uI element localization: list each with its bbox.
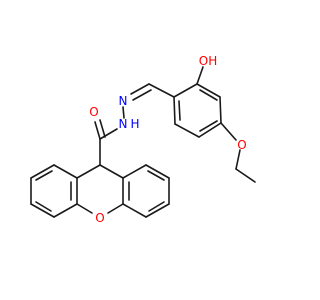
molecule-diagram: O N H N OH O O: [30, 54, 256, 225]
bond: [107, 203, 124, 214]
bond: [235, 168, 256, 183]
oxygen-carbonyl-label: O: [89, 105, 98, 119]
bond: [122, 203, 147, 218]
bond: [99, 164, 124, 179]
bond: [30, 203, 55, 218]
bond: [220, 122, 237, 141]
bond: [198, 122, 222, 138]
bond: [145, 203, 170, 218]
phenol-ring: [173, 83, 222, 138]
hydrogen-amide-label: H: [130, 117, 139, 131]
hydroxyl-label: OH: [199, 54, 217, 68]
bond: [53, 203, 78, 218]
right-benzene-ring: [122, 164, 170, 218]
bond: [219, 96, 222, 124]
n-n-bond: [122, 106, 125, 119]
amide-n-bond: [99, 128, 118, 140]
bond: [76, 164, 101, 179]
oxygen-xanthene-label: O: [95, 211, 104, 225]
bond: [199, 89, 218, 101]
bond: [173, 83, 198, 98]
bond: [148, 201, 165, 212]
carbonyl-bond: [99, 119, 106, 138]
bond: [199, 120, 218, 132]
bond: [35, 170, 53, 181]
imine-double-bond: [130, 83, 150, 95]
bond: [174, 123, 200, 138]
bond: [235, 149, 241, 170]
bond: [178, 100, 181, 121]
bond: [173, 96, 176, 125]
left-benzene-ring: [30, 164, 78, 218]
bond: [122, 164, 147, 179]
bond: [196, 83, 221, 98]
hydrazone-linker: [99, 83, 175, 140]
ethoxy-chain: [220, 122, 256, 183]
bond: [30, 164, 55, 179]
nitrogen-amide-label: N: [119, 117, 128, 131]
carbonyl-bond: [94, 121, 101, 140]
carbonyl: [94, 119, 106, 166]
xanthene-core: [76, 164, 124, 214]
imine-double-bond: [132, 89, 152, 101]
bond: [145, 164, 170, 179]
oxygen-ether-label: O: [237, 138, 246, 152]
bond: [76, 203, 93, 214]
nitrogen-imine-label: N: [119, 94, 128, 108]
structure-canvas: O N H N OH O O: [30, 54, 256, 225]
bond: [148, 83, 175, 98]
hydroxyl-bond: [196, 66, 204, 85]
bond: [53, 164, 78, 179]
bond: [35, 201, 52, 212]
bond: [147, 170, 165, 181]
